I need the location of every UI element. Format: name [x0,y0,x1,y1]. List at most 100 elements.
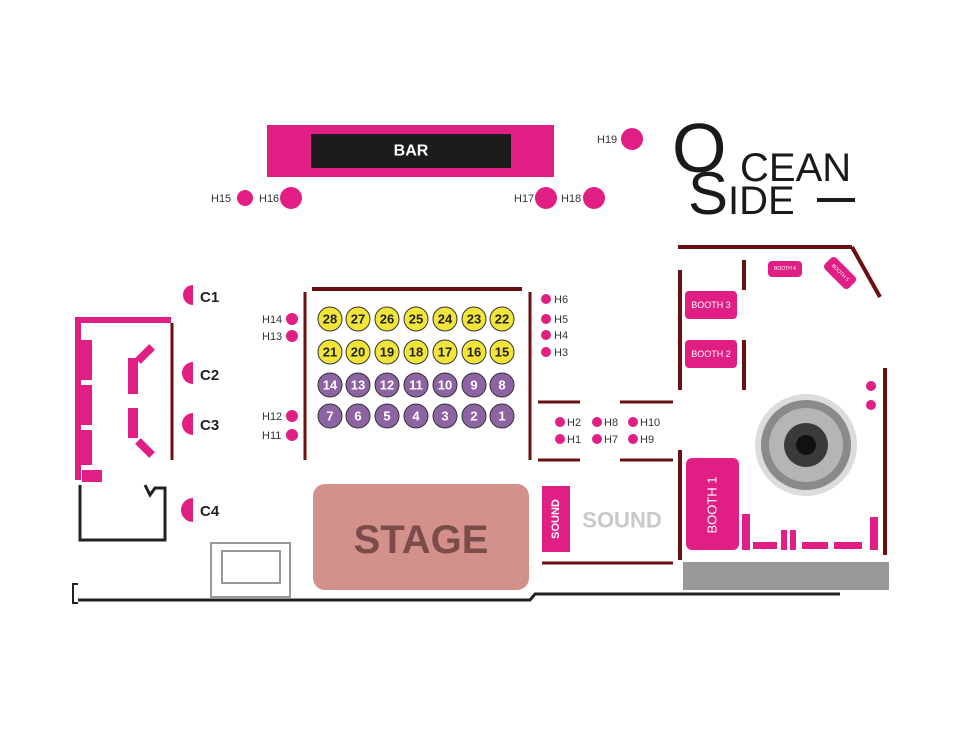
couch-c1[interactable]: C1 [183,285,219,306]
h9-label: H9 [640,434,654,446]
seat-28[interactable]: 28 [317,306,343,332]
seat-15[interactable]: 15 [489,339,515,365]
seat-number: 27 [351,312,365,327]
high-top-h7[interactable]: H7 [592,434,618,446]
seat-20[interactable]: 20 [345,339,371,365]
bar-area: BAR [267,125,554,177]
seat-12[interactable]: 12 [374,372,400,398]
high-top-h5[interactable]: H5 [541,314,568,326]
seat-circle [461,403,487,429]
seat-number: 24 [438,312,453,327]
high-top-h18[interactable]: H18 [561,187,605,209]
seat-2[interactable]: 2 [461,403,487,429]
h16-label: H16 [259,193,279,205]
high-top-h11[interactable]: H11 [262,429,298,442]
seat-25[interactable]: 25 [403,306,429,332]
seat-number: 16 [467,345,481,360]
seat-6[interactable]: 6 [345,403,371,429]
booth-3-label: BOOTH 3 [691,300,731,310]
booth-4[interactable]: BOOTH 4 [768,261,802,277]
couch-c3[interactable]: C3 [182,413,219,435]
booth-floor-strip [683,562,889,590]
h19-label: H19 [597,134,617,146]
seat-3[interactable]: 3 [432,403,458,429]
sound-booth: SOUND SOUND [542,486,673,565]
seat-circle [374,372,400,398]
logo-o-letter: O [672,109,726,187]
seat-number: 6 [354,409,361,424]
seat-number: 18 [409,345,423,360]
booth-1-label: BOOTH 1 [705,476,720,533]
seat-24[interactable]: 24 [432,306,458,332]
seat-23[interactable]: 23 [461,306,487,332]
seat-circle [317,339,343,365]
high-top-h10[interactable]: H10 [628,417,660,429]
high-top-h12[interactable]: H12 [262,410,298,423]
h17-label: H17 [514,193,534,205]
seat-number: 7 [326,409,333,424]
booth-3[interactable]: BOOTH 3 [685,291,737,319]
seat-8[interactable]: 8 [489,372,515,398]
bottom-wall [72,583,840,604]
seat-18[interactable]: 18 [403,339,429,365]
stage: STAGE [313,484,529,590]
seat-number: 11 [409,378,423,393]
high-top-h14[interactable]: H14 [262,313,298,326]
seat-number: 4 [412,409,420,424]
h14-label: H14 [262,314,282,326]
seat-number: 19 [380,345,394,360]
h7-label: H7 [604,434,618,446]
seat-17[interactable]: 17 [432,339,458,365]
seat-number: 26 [380,312,394,327]
seat-11[interactable]: 11 [403,372,429,398]
seat-circle [489,403,515,429]
seating-walls [303,287,532,460]
seat-number: 2 [470,409,477,424]
high-top-h16[interactable]: H16 [259,187,302,209]
seat-27[interactable]: 27 [345,306,371,332]
high-top-h13[interactable]: H13 [262,330,298,343]
high-top-h2[interactable]: H2 [555,417,581,429]
booth-area-seating [742,381,878,550]
seat-circle [403,372,429,398]
high-top-h6[interactable]: H6 [541,294,568,306]
couch-c2[interactable]: C2 [182,362,219,384]
seat-number: 13 [351,378,365,393]
seat-circle [461,339,487,365]
seat-10[interactable]: 10 [432,372,458,398]
sound-booth-label: SOUND [550,499,562,539]
seat-circle [489,306,515,332]
seat-9[interactable]: 9 [461,372,487,398]
high-top-h15[interactable]: H15 [211,190,253,206]
seat-26[interactable]: 26 [374,306,400,332]
high-top-h4[interactable]: H4 [541,330,568,342]
booth-2[interactable]: BOOTH 2 [685,340,737,368]
seat-16[interactable]: 16 [461,339,487,365]
high-top-h3[interactable]: H3 [541,347,568,359]
couch-c4[interactable]: C4 [181,498,220,522]
seat-circle [317,372,343,398]
high-top-pod-walls [538,400,673,462]
booth-1[interactable]: BOOTH 1 [686,458,739,550]
seat-14[interactable]: 14 [317,372,343,398]
high-top-h19[interactable]: H19 [597,128,643,150]
seat-number: 5 [383,409,390,424]
seat-7[interactable]: 7 [317,403,343,429]
high-top-h8[interactable]: H8 [592,417,618,429]
high-top-h17[interactable]: H17 [514,187,557,209]
h1-label: H1 [567,434,581,446]
seat-13[interactable]: 13 [345,372,371,398]
c1-label: C1 [200,289,219,306]
high-top-h9[interactable]: H9 [628,434,654,446]
seat-21[interactable]: 21 [317,339,343,365]
high-top-h1[interactable]: H1 [555,434,581,446]
c3-label: C3 [200,417,219,434]
seat-number: 28 [323,312,337,327]
seat-circle [345,306,371,332]
booth-5[interactable]: BOOTH 5 [822,255,857,290]
seat-22[interactable]: 22 [489,306,515,332]
seat-4[interactable]: 4 [403,403,429,429]
seat-19[interactable]: 19 [374,339,400,365]
seat-1[interactable]: 1 [489,403,515,429]
seat-5[interactable]: 5 [374,403,400,429]
